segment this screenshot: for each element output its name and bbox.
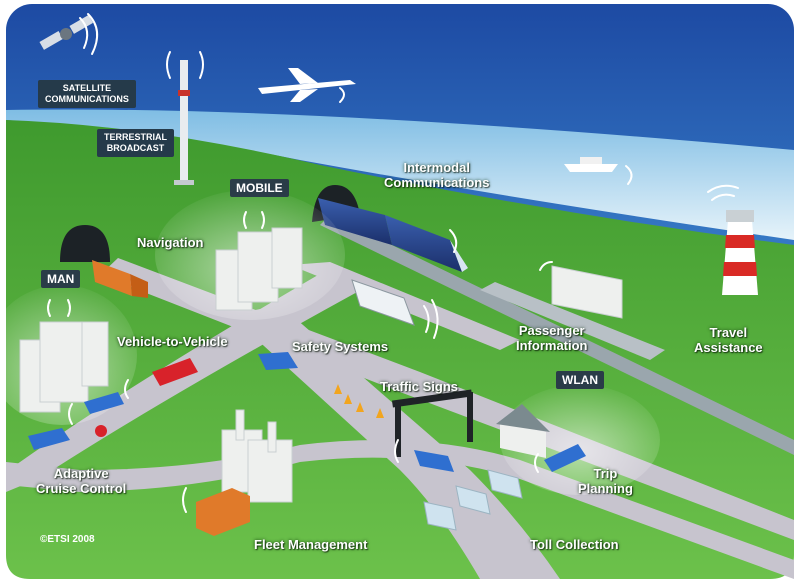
label-adaptive-cruise-control: Adaptive Cruise Control xyxy=(36,466,127,496)
toll-booths xyxy=(423,469,523,531)
traffic-cones xyxy=(334,384,384,418)
label-safety-systems: Safety Systems xyxy=(292,339,389,354)
bus xyxy=(351,279,415,326)
lighthouse-icon xyxy=(722,210,758,295)
label-traffic-signs: Traffic Signs xyxy=(380,379,459,394)
buildings-mobile xyxy=(215,227,303,311)
red-car xyxy=(152,358,198,386)
satellite-icon xyxy=(39,15,94,50)
railway xyxy=(320,215,794,455)
train xyxy=(318,198,468,272)
broadcast-tower-icon xyxy=(174,60,194,185)
house xyxy=(496,404,550,458)
label-navigation: Navigation xyxy=(137,235,204,250)
label-travel-assistance: Travel Assistance xyxy=(694,325,763,355)
factory xyxy=(221,409,293,503)
orange-truck-top xyxy=(92,260,148,298)
copyright: ©ETSI 2008 xyxy=(40,534,95,545)
wlan-coverage-dome xyxy=(500,385,660,495)
orange-truck-bottom xyxy=(196,488,250,536)
tunnel-left xyxy=(60,225,110,262)
tag-man: MAN xyxy=(41,270,81,288)
label-fleet-management: Fleet Management xyxy=(254,537,368,552)
label-passenger-information: Passenger Information xyxy=(516,323,588,353)
label-vehicle-to-vehicle: Vehicle-to-Vehicle xyxy=(117,334,228,349)
label-trip-planning: Trip Planning xyxy=(578,466,633,496)
airplane-icon xyxy=(258,68,356,102)
ship-icon xyxy=(564,157,618,172)
tag-wlan: WLAN xyxy=(556,371,604,389)
tag-mobile: MOBILE xyxy=(230,179,289,197)
blue-cars xyxy=(28,352,586,472)
label-terrestrial-broadcast: TERRESTRIAL BROADCAST xyxy=(97,129,174,157)
station-building xyxy=(551,265,623,319)
platform xyxy=(480,282,665,360)
wireless-signal-icons xyxy=(47,13,739,513)
traffic-sign-gantry xyxy=(391,389,473,457)
label-toll-collection: Toll Collection xyxy=(530,537,619,552)
stop-sign-icon xyxy=(95,425,107,437)
label-intermodal-communications: Intermodal Communications xyxy=(384,160,490,190)
label-satellite-communications: SATELLITE COMMUNICATIONS xyxy=(38,80,136,108)
buildings-man xyxy=(19,321,109,413)
